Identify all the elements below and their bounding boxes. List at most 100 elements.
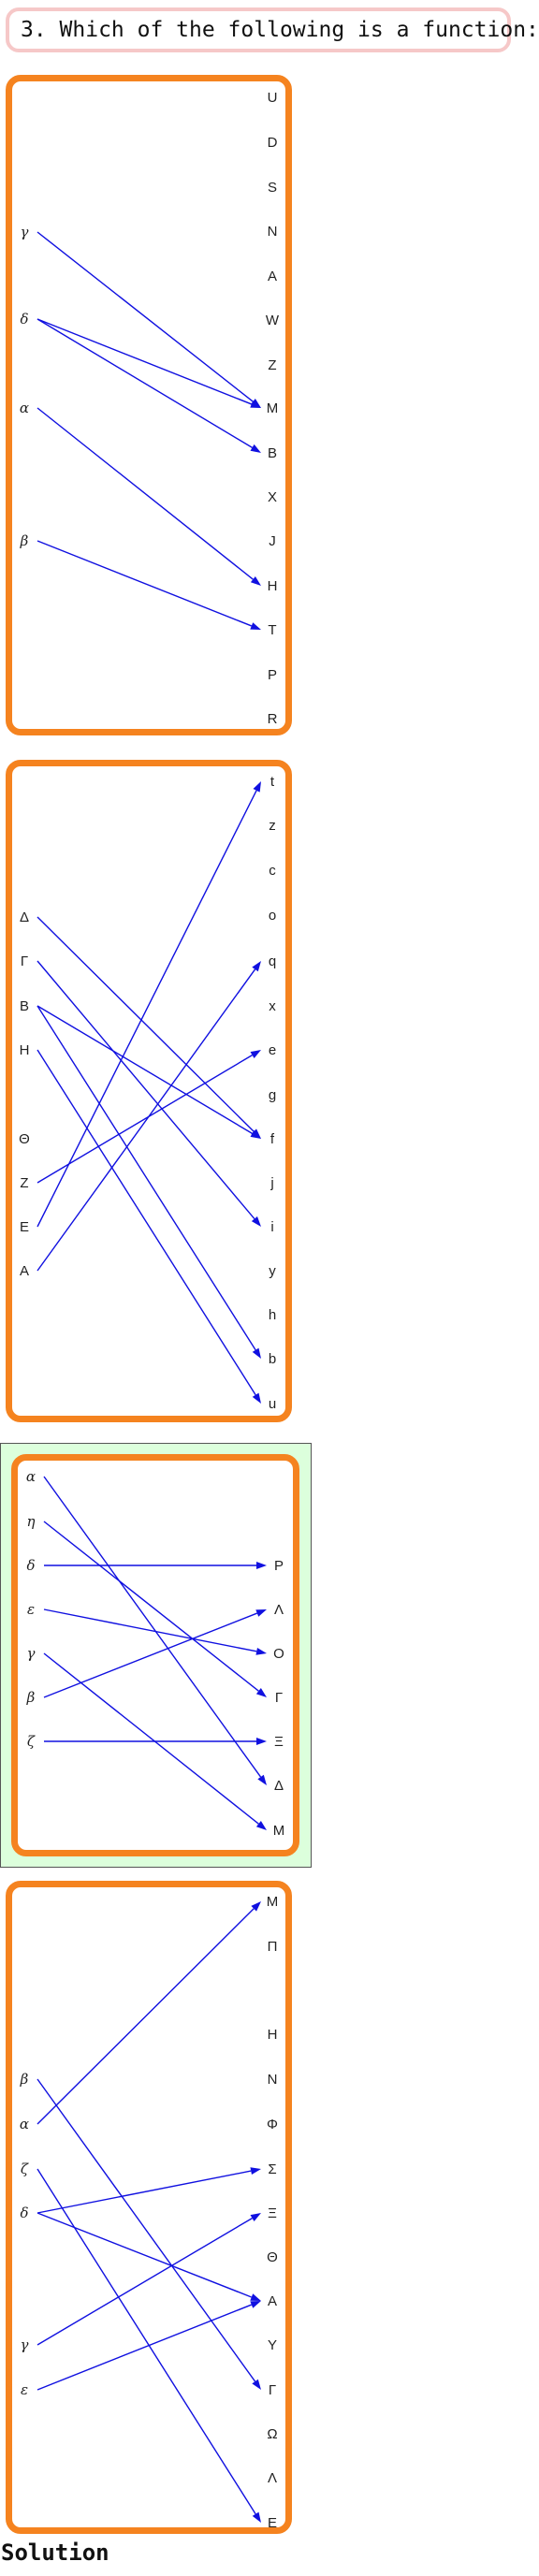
arrow-head	[251, 1216, 261, 1227]
arrow-head	[252, 1392, 261, 1404]
codomain-label: O	[273, 1646, 284, 1662]
codomain-label: U	[268, 90, 278, 106]
domain-label: δ	[20, 2205, 28, 2221]
arrow-head	[256, 1562, 267, 1569]
mapping-arrow	[36, 2212, 253, 2298]
arrow-head	[250, 622, 261, 630]
solution-heading: Solution	[1, 2540, 109, 2566]
mapping-arrow	[43, 1521, 259, 1692]
domain-label: ζ	[27, 1733, 36, 1750]
mapping-arrow	[36, 1908, 255, 2125]
diagram-3-panel[interactable]	[11, 1454, 299, 1856]
codomain-label: E	[268, 2515, 277, 2531]
codomain-label: P	[268, 667, 277, 683]
codomain-label: A	[268, 269, 277, 284]
mapping-arrow	[36, 2217, 253, 2346]
mapping-arrow	[36, 960, 255, 1220]
arrow-head	[255, 1647, 267, 1655]
mapping-arrow	[36, 540, 253, 627]
codomain-label: t	[270, 774, 275, 790]
mapping-arrow	[36, 2168, 256, 2515]
codomain-label: W	[266, 313, 280, 328]
codomain-label: Π	[268, 1939, 278, 1955]
arrow-head	[255, 1688, 267, 1697]
codomain-label: f	[270, 1131, 275, 1147]
codomain-label: A	[268, 2293, 277, 2309]
mapping-arrow	[36, 318, 253, 405]
codomain-label: H	[268, 578, 278, 594]
domain-label: α	[20, 2116, 29, 2132]
diagram-4-panel[interactable]	[6, 1881, 292, 2534]
codomain-label: z	[269, 818, 276, 834]
codomain-label: Ξ	[268, 2205, 277, 2221]
mapping-arrow	[43, 1608, 257, 1652]
domain-label: A	[20, 1263, 29, 1279]
codomain-label: Θ	[267, 2249, 278, 2265]
arrow-head	[250, 400, 261, 408]
domain-label: Θ	[19, 1131, 30, 1147]
codomain-label: Φ	[267, 2117, 278, 2132]
codomain-label: c	[269, 863, 276, 879]
domain-label: α	[26, 1468, 36, 1485]
arrow-head	[252, 2379, 261, 2390]
arrow-head	[250, 1050, 261, 1059]
codomain-label: R	[268, 711, 278, 727]
domain-label: β	[20, 2071, 29, 2088]
codomain-label: Z	[268, 357, 276, 373]
domain-label: E	[20, 1219, 29, 1235]
codomain-label: Γ	[275, 1690, 283, 1706]
arrow-head	[256, 1738, 267, 1745]
codomain-label: i	[270, 1219, 273, 1235]
domain-label: H	[20, 1042, 30, 1058]
domain-label: ζ	[21, 2161, 29, 2177]
codomain-label: M	[273, 1823, 285, 1839]
mapping-arrow	[43, 1476, 262, 1778]
domain-label: ε	[27, 1601, 35, 1618]
mapping-arrow	[36, 916, 255, 1132]
domain-label: α	[20, 400, 29, 416]
domain-label: β	[26, 1689, 36, 1706]
domain-label: B	[20, 998, 29, 1014]
arrow-head	[252, 961, 261, 972]
mapping-arrow	[36, 968, 256, 1272]
mapping-arrow	[36, 2078, 256, 2382]
mapping-arrow	[36, 2170, 252, 2214]
mapping-arrow	[36, 1049, 256, 1396]
codomain-label: M	[267, 1894, 279, 1910]
domain-label: Γ	[21, 953, 28, 969]
mapping-arrow	[36, 790, 257, 1228]
arrow-head	[251, 1901, 261, 1912]
domain-label: γ	[27, 1645, 36, 1662]
codomain-label: H	[268, 2027, 278, 2043]
arrow-head	[250, 399, 261, 408]
arrow-head	[255, 1609, 267, 1617]
mapping-arrow	[36, 231, 254, 402]
arrow-head	[255, 1821, 267, 1830]
codomain-label: x	[269, 998, 276, 1014]
mapping-arrow	[36, 1005, 256, 1351]
domain-label: δ	[20, 311, 28, 327]
mapping-arrow	[36, 2304, 253, 2391]
diagram-2-panel[interactable]	[6, 760, 292, 1422]
codomain-label: h	[269, 1307, 276, 1323]
mapping-arrow	[36, 1005, 253, 1134]
codomain-label: j	[270, 1175, 273, 1191]
domain-label: β	[20, 532, 29, 549]
codomain-label: Λ	[268, 2470, 277, 2486]
arrow-head	[250, 2293, 261, 2301]
diagram-1-panel[interactable]	[6, 75, 292, 735]
domain-label: η	[27, 1513, 36, 1530]
arrow-head	[252, 2511, 261, 2523]
mapping-arrow	[43, 1612, 258, 1698]
arrow-head	[250, 2301, 261, 2308]
arrow-head	[257, 1774, 267, 1785]
mapping-arrow	[36, 318, 253, 448]
domain-label: δ	[26, 1557, 35, 1574]
codomain-label: S	[268, 180, 277, 196]
domain-label: Δ	[20, 910, 29, 925]
codomain-label: g	[269, 1087, 276, 1103]
